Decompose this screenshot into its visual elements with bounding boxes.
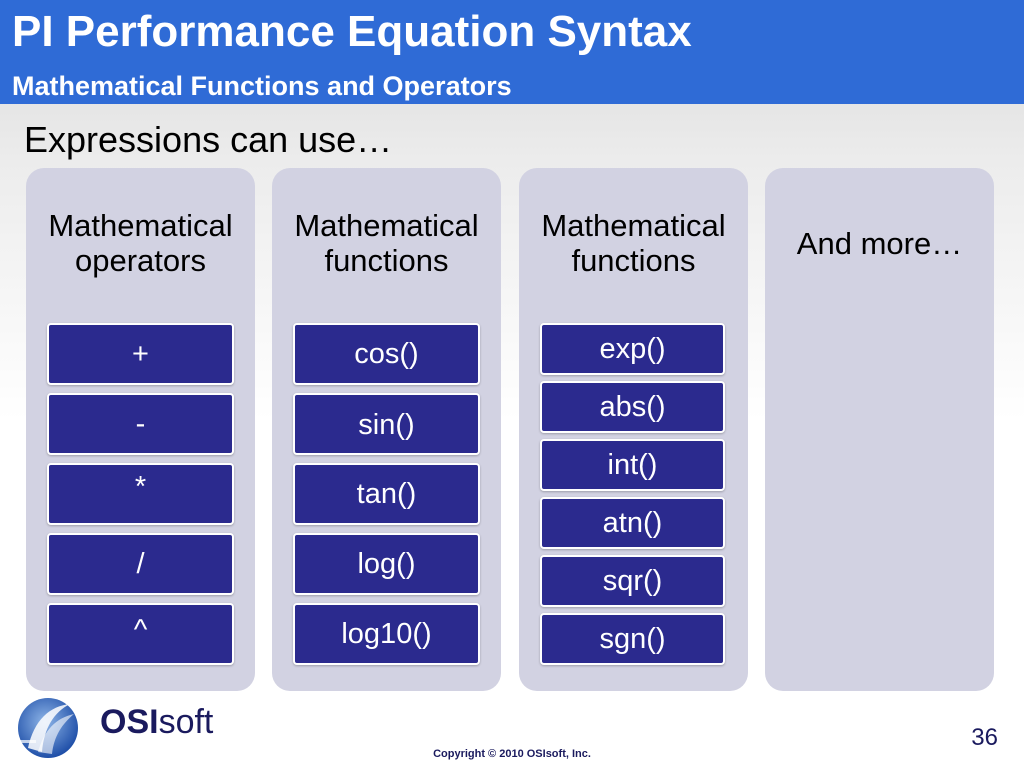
- intro-text: Expressions can use…: [24, 119, 393, 160]
- operator-power: ^: [47, 603, 234, 665]
- logo-light-text: soft: [158, 703, 214, 741]
- copyright-notice: Copyright © 2010 OSIsoft, Inc.: [433, 748, 591, 760]
- function-log10: log10(): [293, 603, 480, 665]
- function-abs: abs(): [540, 381, 725, 433]
- column-heading-line1: Mathematical: [541, 208, 726, 243]
- column-heading-line1: Mathematical: [294, 208, 479, 243]
- operator-plus: +: [47, 323, 234, 385]
- functions-column-1: Mathematical functions cos() sin() tan()…: [272, 168, 501, 691]
- column-heading: Mathematical functions: [272, 208, 501, 278]
- operators-column: Mathematical operators + - * / ^: [26, 168, 255, 691]
- osisoft-logo-wordmark: OSIsoft: [100, 702, 213, 742]
- function-log: log(): [293, 533, 480, 595]
- column-heading-line2: operators: [75, 243, 206, 278]
- slide-title: PI Performance Equation Syntax: [12, 7, 692, 56]
- logo-bold-text: OSI: [100, 703, 159, 741]
- operator-minus: -: [47, 393, 234, 455]
- page-number: 36: [971, 724, 998, 751]
- osisoft-logo-icon: [18, 698, 78, 758]
- title-bar: PI Performance Equation Syntax Mathemati…: [0, 0, 1024, 104]
- column-heading: Mathematical functions: [519, 208, 748, 278]
- column-heading-line1: And more…: [796, 226, 963, 261]
- and-more-column: And more…: [765, 168, 994, 691]
- column-heading: Mathematical operators: [26, 208, 255, 278]
- function-exp: exp(): [540, 323, 725, 375]
- function-atn: atn(): [540, 497, 725, 549]
- function-sqr: sqr(): [540, 555, 725, 607]
- column-heading-line2: functions: [571, 243, 696, 278]
- osisoft-logo: OSIsoft: [14, 690, 224, 762]
- column-heading-line1: Mathematical: [48, 208, 233, 243]
- operator-multiply: *: [47, 463, 234, 525]
- operator-divide: /: [47, 533, 234, 595]
- function-sgn: sgn(): [540, 613, 725, 665]
- column-heading-line2: functions: [324, 243, 449, 278]
- function-int: int(): [540, 439, 725, 491]
- column-heading: And more…: [765, 226, 994, 261]
- function-sin: sin(): [293, 393, 480, 455]
- functions-column-2: Mathematical functions exp() abs() int()…: [519, 168, 748, 691]
- slide-subtitle: Mathematical Functions and Operators: [12, 71, 512, 101]
- function-tan: tan(): [293, 463, 480, 525]
- function-cos: cos(): [293, 323, 480, 385]
